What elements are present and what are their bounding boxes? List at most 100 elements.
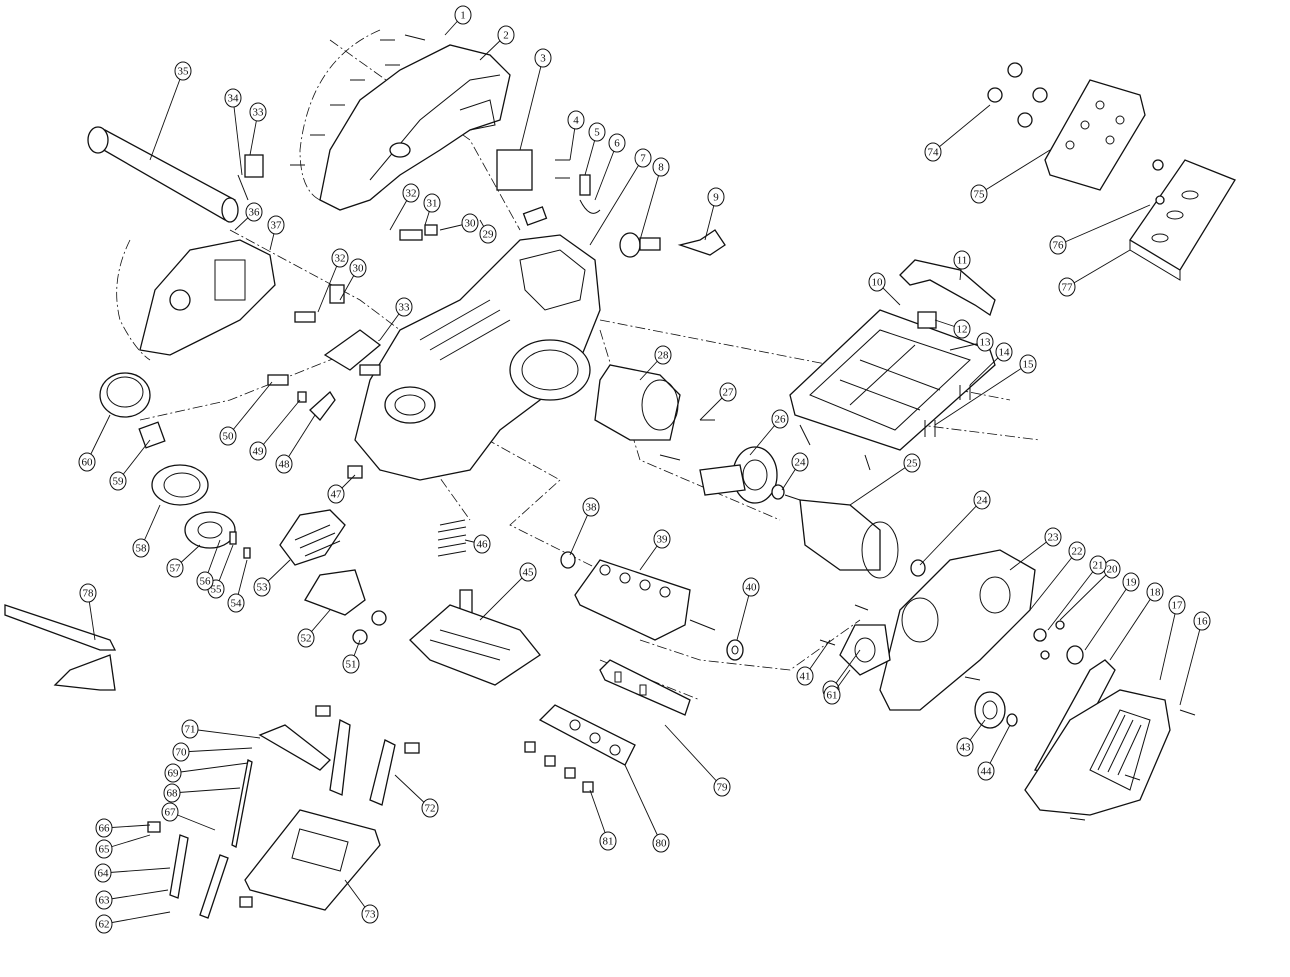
callout-circle (868, 272, 886, 292)
callout-circle (497, 25, 515, 45)
part-belt-cover-23 (879, 549, 1036, 711)
callout-number: 62 (99, 919, 110, 931)
callout-5: 5 (584, 122, 606, 176)
callout-leader-line (849, 462, 913, 506)
callout-number: 22 (1072, 546, 1083, 558)
callout-23: 23 (1009, 527, 1062, 571)
callout-circle (608, 133, 626, 153)
callout-circle (653, 529, 671, 549)
callout-circle (582, 497, 600, 517)
part-fence-75 (244, 809, 381, 911)
callout-circle (707, 187, 725, 207)
callout-number: 78 (83, 588, 95, 600)
callout-circle (227, 593, 245, 613)
part-handle-11 (899, 259, 996, 317)
callout-number: 69 (168, 768, 180, 780)
callout-number: 55 (211, 584, 223, 596)
callout-33: 33 (249, 102, 267, 156)
callout-leader-line (227, 381, 273, 437)
callout-53: 53 (253, 559, 291, 597)
callout-number: 11 (957, 255, 968, 267)
callout-number: 14 (999, 347, 1011, 359)
callout-number: 44 (981, 766, 993, 778)
callout-44: 44 (977, 724, 1011, 781)
callout-number: 43 (960, 742, 972, 754)
callout-leader-line (102, 867, 171, 874)
callout-circle (534, 48, 552, 68)
part-fan-26 (699, 446, 778, 504)
callout-leader-line (1059, 568, 1113, 621)
callout-leader-line (639, 166, 662, 241)
callout-46: 46 (464, 534, 491, 554)
callout-54: 54 (227, 559, 248, 613)
callout-circle (297, 628, 315, 648)
callout-80: 80 (624, 764, 670, 853)
callout-number: 70 (176, 747, 188, 759)
callout-circle (109, 471, 127, 491)
callout-circle (713, 777, 731, 797)
callout-32: 32 (317, 248, 349, 313)
callout-number: 25 (907, 458, 919, 470)
callout-circle (1049, 235, 1067, 255)
callout-circle (249, 441, 267, 461)
callout-65: 65 (95, 834, 151, 859)
callout-number: 50 (223, 431, 235, 443)
part-base-plate-13 (789, 309, 996, 451)
callout-61: 61 (823, 669, 851, 705)
callout-number: 33 (253, 107, 265, 119)
callout-48: 48 (275, 414, 316, 474)
callout-circle (421, 798, 439, 818)
callout-circle (976, 332, 994, 352)
callout-leader-line (189, 728, 261, 739)
callout-number: 7 (640, 153, 646, 165)
part-clip-12 (917, 311, 937, 329)
callout-8: 8 (639, 157, 670, 241)
callout-69: 69 (164, 762, 249, 783)
callout-11: 11 (953, 250, 971, 281)
callout-6: 6 (594, 133, 626, 201)
callout-number: 46 (477, 539, 489, 551)
callout-number: 79 (717, 782, 729, 794)
callout-62: 62 (95, 911, 171, 934)
callout-9: 9 (704, 187, 725, 241)
callout-circle (473, 534, 491, 554)
callout-leader-line (103, 889, 169, 901)
callout-leader-line (172, 762, 249, 774)
callout-circle (1089, 555, 1107, 575)
callout-circle (953, 250, 971, 270)
callout-circle (395, 297, 413, 317)
callout-leader-line (1066, 249, 1131, 288)
callout-number: 3 (540, 53, 546, 65)
part-bolts-83 (524, 741, 594, 793)
callout-74: 74 (924, 104, 991, 162)
callout-24: 24 (919, 490, 991, 566)
callout-number: 23 (1048, 532, 1060, 544)
callout-number: 24 (795, 457, 807, 469)
part-rod-70 (231, 759, 253, 848)
callout-number: 81 (603, 836, 614, 848)
callout-number: 54 (231, 598, 243, 610)
callout-circle (79, 583, 97, 603)
callout-81: 81 (589, 789, 617, 851)
callout-circle (132, 538, 150, 558)
callout-3: 3 (519, 48, 552, 151)
callout-circle (95, 818, 113, 838)
callout-66: 66 (95, 818, 151, 838)
callout-circle (163, 783, 181, 803)
callout-number: 15 (1023, 359, 1035, 371)
callout-number: 20 (1107, 564, 1119, 576)
callout-number: 24 (977, 495, 989, 507)
callout-number: 77 (1062, 282, 1074, 294)
callout-78: 78 (79, 583, 97, 641)
callout-50: 50 (219, 381, 273, 446)
callout-circle (172, 742, 190, 762)
callout-number: 59 (113, 476, 125, 488)
callout-circle (454, 5, 472, 25)
callout-24: 24 (781, 452, 809, 491)
callout-leader-line (180, 747, 253, 753)
callout-circle (327, 484, 345, 504)
callout-12: 12 (934, 319, 971, 339)
callout-circle (519, 562, 537, 582)
part-wrench-80 (4, 604, 117, 691)
callout-circle (245, 202, 263, 222)
